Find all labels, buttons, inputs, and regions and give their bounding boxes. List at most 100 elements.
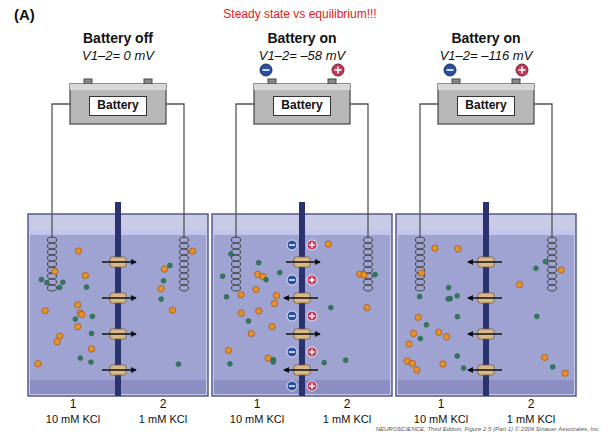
compartment-number: 2 <box>528 398 535 412</box>
positive-charge <box>307 240 317 250</box>
electrode-coil <box>548 273 557 279</box>
electrode-coil <box>364 243 373 249</box>
electrode-coil <box>232 243 241 249</box>
chloride-ion <box>277 270 282 275</box>
chloride-ion <box>534 266 539 271</box>
potassium-ion <box>74 302 80 308</box>
electrode-coil <box>232 279 241 285</box>
electrode-coil <box>180 237 189 243</box>
chloride-ion <box>271 360 276 365</box>
battery-label-box: Battery <box>89 96 146 116</box>
battery-label: Battery <box>90 97 145 115</box>
potassium-ion <box>161 266 167 272</box>
compartment-number: 1 <box>70 398 77 412</box>
potassium-ion <box>265 355 271 361</box>
wire <box>350 104 368 238</box>
minus-sign <box>447 69 454 71</box>
potassium-ion <box>432 245 438 251</box>
flux-arrow <box>102 297 136 299</box>
potassium-ion <box>88 346 94 352</box>
flux-arrow <box>284 369 318 371</box>
electrode-coil <box>180 273 189 279</box>
voltage-label: V1–2= –116 mV <box>440 49 533 64</box>
potassium-ion <box>418 270 424 276</box>
plus-sign <box>311 277 312 283</box>
electrode-coil <box>180 279 189 285</box>
potassium-ion <box>273 292 279 298</box>
electrode-coil <box>180 243 189 249</box>
electrode-coil <box>416 237 425 243</box>
flux-arrow <box>102 333 136 335</box>
chloride-ion <box>417 294 422 299</box>
negative-charge <box>287 381 297 391</box>
chloride-ion <box>543 259 548 264</box>
potassium-ion <box>75 323 81 329</box>
wire <box>52 104 70 238</box>
electrode-coil <box>364 255 373 261</box>
chloride-ion <box>328 305 333 310</box>
concentration-label: 1 mM KCl <box>507 413 555 426</box>
battery-label: Battery <box>458 97 513 115</box>
panel-heading: Battery on <box>267 30 336 46</box>
electrode-coil <box>232 285 241 291</box>
electrode-coil <box>416 249 425 255</box>
negative-charge <box>287 347 297 357</box>
chloride-ion <box>550 365 555 370</box>
electrode-coil <box>548 243 557 249</box>
flux-arrow <box>102 369 136 371</box>
potassium-ion <box>562 370 568 376</box>
handwritten-note: Steady state vs equilibrium!!! <box>223 8 376 22</box>
battery-label-box: Battery <box>457 96 514 116</box>
electrode-coil <box>232 261 241 267</box>
chloride-ion <box>534 314 539 319</box>
chloride-ion <box>229 252 234 257</box>
chloride-ion <box>84 285 89 290</box>
voltage-label: V1–2= –58 mV <box>259 49 345 64</box>
compartment-number: 1 <box>254 398 261 412</box>
negative-charge <box>287 240 297 250</box>
positive-terminal-sign <box>332 64 344 76</box>
electrode-coil <box>180 249 189 255</box>
potassium-ion <box>248 330 254 336</box>
chloride-ion <box>167 263 172 268</box>
electrode-coil <box>548 267 557 273</box>
electrode-coil <box>48 285 57 291</box>
plus-sign <box>311 313 312 319</box>
potassium-ion <box>455 246 461 252</box>
potassium-ion <box>256 308 262 314</box>
battery-body <box>70 84 166 124</box>
potassium-ion <box>410 330 416 336</box>
potassium-ion <box>361 272 367 278</box>
plus-sign <box>337 67 339 74</box>
electrode-coil <box>416 279 425 285</box>
electrode-coil <box>48 237 57 243</box>
negative-terminal-sign <box>444 64 456 76</box>
potassium-ion <box>238 292 244 298</box>
potassium-ion <box>325 241 331 247</box>
potassium-ion <box>409 360 415 366</box>
compartment-number: 1 <box>438 398 445 412</box>
chloride-ion <box>446 285 451 290</box>
potassium-ion <box>169 307 175 313</box>
wire <box>534 104 552 238</box>
panel-heading: Battery on <box>451 30 520 46</box>
electrode-coil <box>364 237 373 243</box>
positive-terminal-sign <box>516 64 528 76</box>
chloride-ion <box>78 356 83 361</box>
chloride-ion <box>424 322 429 327</box>
chloride-ion <box>256 260 261 265</box>
chloride-ion <box>418 336 423 341</box>
potassium-ion <box>57 333 63 339</box>
positive-charge <box>307 381 317 391</box>
compartment-number: 2 <box>344 398 351 412</box>
copyright-note: NEUROSCIENCE, Third Edition, Figure 2.5 … <box>376 426 600 433</box>
chloride-ion <box>88 360 93 365</box>
voltage-label: V1–2= 0 mV <box>82 49 154 64</box>
electrode-coil <box>180 267 189 273</box>
chloride-ion <box>60 280 65 285</box>
minus-sign <box>289 279 295 280</box>
chloride-ion <box>461 366 466 371</box>
potassium-ion <box>79 311 85 317</box>
